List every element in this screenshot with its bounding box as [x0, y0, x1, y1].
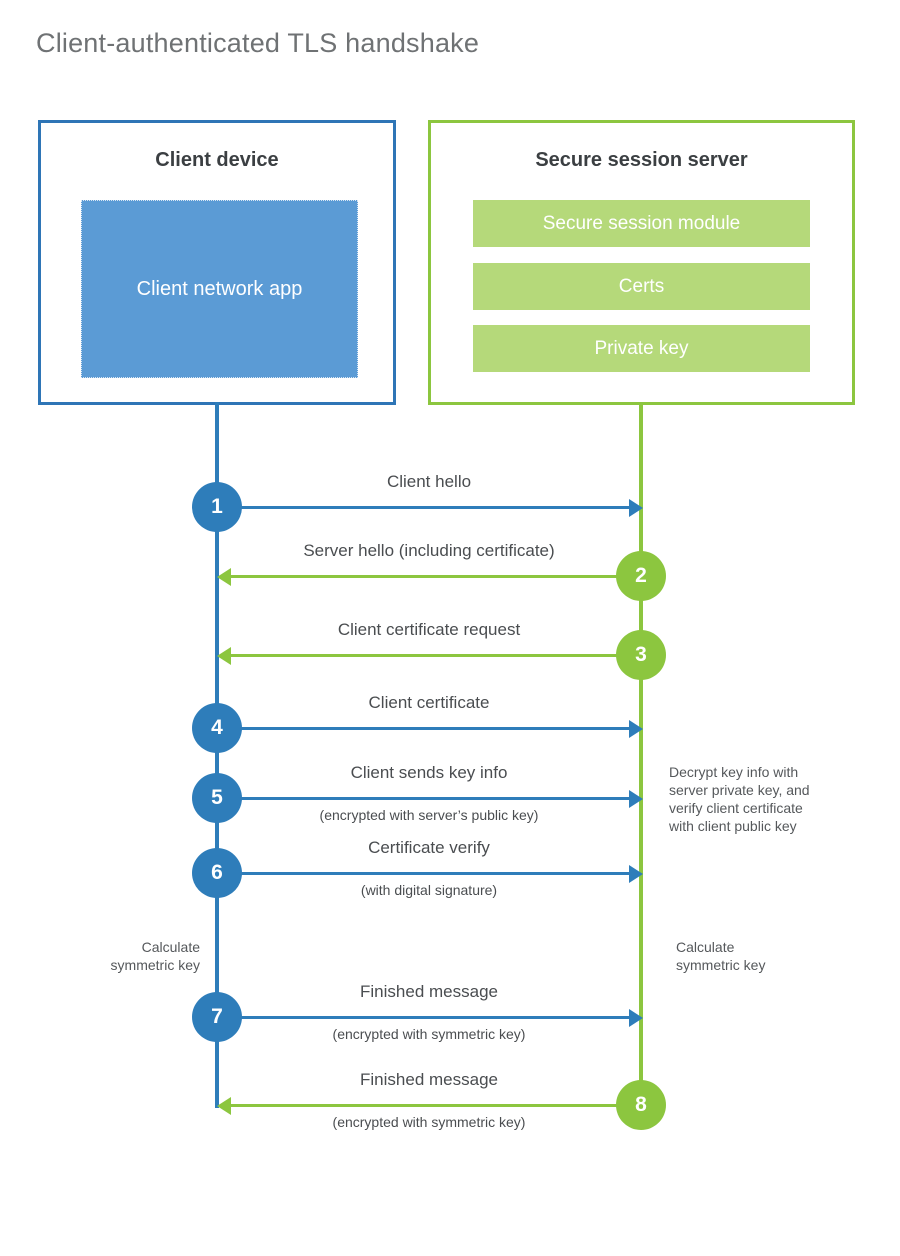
message-label-3: Client certificate request	[337, 620, 521, 639]
message-sublabel-6: (with digital signature)	[360, 882, 498, 898]
message-arrow-head-5	[629, 790, 643, 808]
client-network-app-block: Client network app	[81, 200, 358, 378]
message-sublabel-5: (encrypted with server’s public key)	[319, 807, 539, 823]
step-badge-1[interactable]: 1	[192, 482, 242, 532]
message-label-6: Certificate verify	[368, 838, 490, 857]
message-arrow-head-2	[217, 568, 231, 586]
message-label-7: Finished message	[360, 982, 498, 1001]
step-badge-6[interactable]: 6	[192, 848, 242, 898]
message-arrow-line-1	[217, 506, 629, 509]
message-sublabel-8: (encrypted with symmetric key)	[332, 1114, 526, 1130]
message-sublabel-7: (encrypted with symmetric key)	[332, 1026, 526, 1042]
page-title: Client-authenticated TLS handshake	[36, 28, 480, 58]
annotation-server-decrypt: Decrypt key info with server private key…	[669, 764, 810, 834]
server-lifeline	[639, 402, 643, 1108]
message-arrow-line-2	[229, 575, 641, 578]
message-label-8: Finished message	[360, 1070, 498, 1089]
client-network-app-label: Client network app	[136, 277, 303, 300]
step-badge-2[interactable]: 2	[616, 551, 666, 601]
message-label-4: Client certificate	[368, 693, 490, 712]
message-label-1: Client hello	[386, 472, 472, 491]
step-badge-5[interactable]: 5	[192, 773, 242, 823]
message-arrow-line-8	[229, 1104, 641, 1107]
annotation-server-calculate-symmetric-key: Calculate symmetric key	[676, 939, 766, 973]
step-badge-8[interactable]: 8	[616, 1080, 666, 1130]
message-arrow-head-7	[629, 1009, 643, 1027]
message-arrow-head-6	[629, 865, 643, 883]
message-arrow-line-5	[217, 797, 629, 800]
client-device-title: Client device	[155, 149, 279, 171]
message-arrow-head-4	[629, 720, 643, 738]
step-badge-4[interactable]: 4	[192, 703, 242, 753]
secure-session-server-box: Secure session server Secure session mod…	[428, 120, 855, 405]
client-device-box: Client device Client network app	[38, 120, 396, 405]
message-label-5: Client sends key info	[350, 763, 508, 782]
server-component-certs: Certs	[473, 263, 810, 310]
step-badge-7[interactable]: 7	[192, 992, 242, 1042]
message-arrow-head-3	[217, 647, 231, 665]
message-arrow-head-1	[629, 499, 643, 517]
message-arrow-head-8	[217, 1097, 231, 1115]
message-arrow-line-3	[229, 654, 641, 657]
message-label-2: Server hello (including certificate)	[303, 541, 555, 560]
annotation-client-calculate-symmetric-key: Calculate symmetric key	[110, 939, 200, 973]
secure-session-server-title: Secure session server	[535, 149, 748, 171]
step-badge-3[interactable]: 3	[616, 630, 666, 680]
server-component-private-key: Private key	[473, 325, 810, 372]
message-arrow-line-6	[217, 872, 629, 875]
message-arrow-line-4	[217, 727, 629, 730]
message-arrow-line-7	[217, 1016, 629, 1019]
server-component-secure-session-module: Secure session module	[473, 200, 810, 247]
client-lifeline	[215, 402, 219, 1108]
